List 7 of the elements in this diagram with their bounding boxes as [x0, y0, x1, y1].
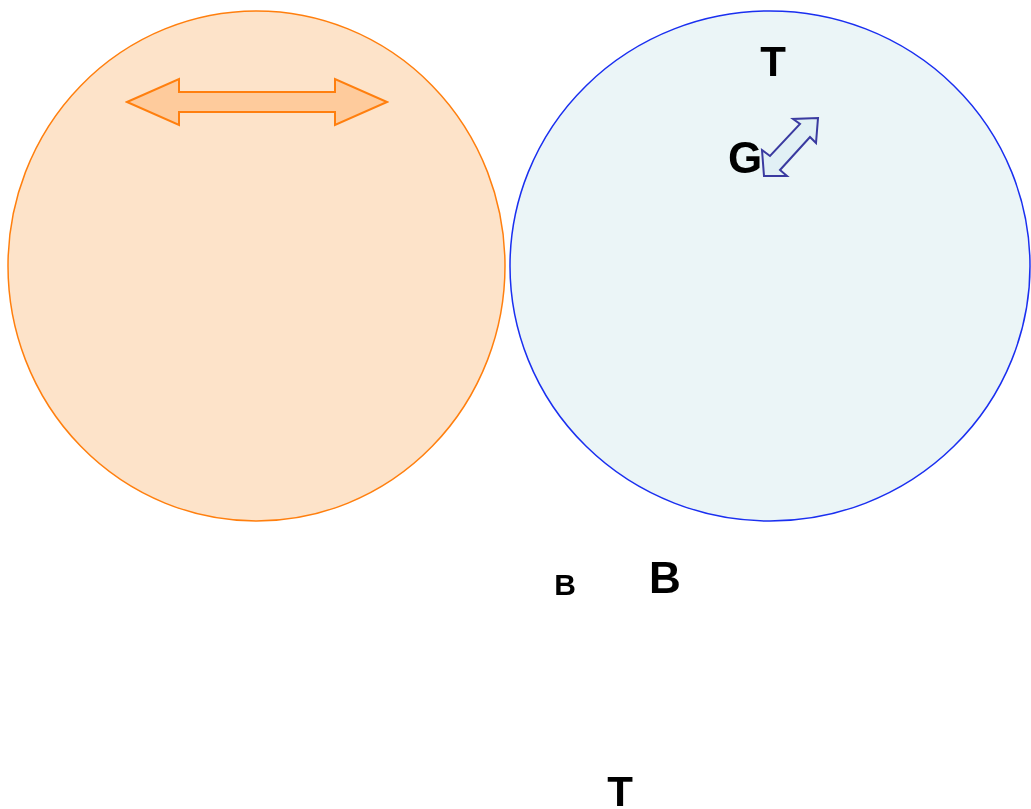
letter-label: B [649, 556, 681, 600]
circle-region [7, 10, 506, 522]
circle-region [509, 10, 1031, 522]
letter-label: B [554, 570, 576, 600]
letter-label: G [727, 136, 763, 180]
letter-label: T [607, 771, 633, 809]
letter-label: T [760, 41, 786, 83]
